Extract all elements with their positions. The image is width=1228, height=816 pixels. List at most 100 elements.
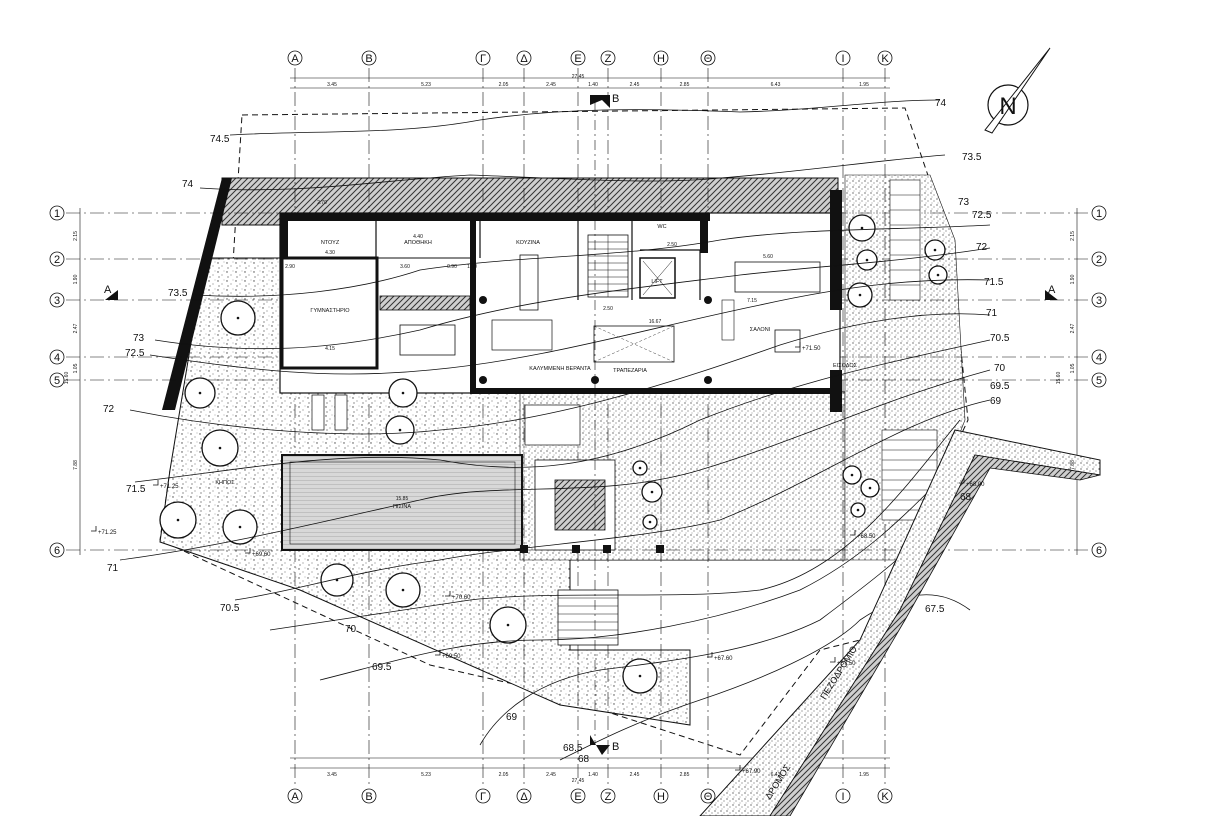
spot-level: +68.50: [857, 534, 876, 540]
grid-row-label: 6: [1096, 545, 1102, 557]
tree-trunk: [650, 490, 654, 494]
grid-row-label: 2: [54, 254, 60, 266]
grid-col-label: Δ: [520, 791, 528, 803]
grid-col-label: Δ: [520, 53, 528, 65]
tree-trunk: [506, 623, 510, 627]
tree-trunk: [398, 428, 402, 432]
tree-trunk: [198, 391, 202, 395]
dimension-value: 2.47: [73, 323, 79, 333]
wall-segment: [470, 213, 476, 393]
contour-label: 70.5: [220, 603, 240, 614]
contour-label: 74: [935, 98, 947, 109]
dimension-value: 2.85: [680, 772, 690, 778]
grid-col-label: Α: [291, 53, 299, 65]
dimension-value: 6.43: [771, 82, 781, 88]
room-lift: LIFT: [651, 279, 663, 285]
spot-level: +67.50: [837, 661, 856, 667]
grid-row-label: 1: [54, 208, 60, 220]
spot-level-marker: [850, 530, 856, 536]
lift-cross: [642, 260, 673, 296]
room-gym: ΓΥΜΝΑΣΤΗΡΙΟ: [310, 308, 350, 314]
contour-label: 71: [986, 308, 998, 319]
grid-bubble: [700, 788, 716, 804]
gym-equipment: [379, 295, 471, 311]
grid-bubble: [570, 788, 586, 804]
section-b-north-marker: [590, 95, 610, 108]
room-shower: ΝΤΟΥΖ: [321, 240, 340, 246]
room-veranda: ΚΑΛΥΜΜΕΝΗ ΒΕΡΑΝΤΑ: [529, 366, 591, 372]
contour-label: 72.5: [125, 348, 145, 359]
columns: [479, 296, 712, 384]
grid-col-label: Γ: [480, 791, 486, 803]
dimension-value: 2.45: [546, 772, 556, 778]
grid-col-label: Β: [365, 53, 372, 65]
grid-bubble: [49, 205, 65, 221]
dimension-value: 1.40: [588, 772, 598, 778]
tree-trunk: [401, 588, 405, 592]
room-entrance: ΕΙΣΟΔΟΣ: [833, 363, 858, 369]
exterior-stair: [534, 459, 616, 551]
contour-label: 69.5: [372, 662, 392, 673]
grid-col-label: Ζ: [605, 791, 612, 803]
contour-label: 74: [182, 179, 194, 190]
contour-label: 68: [578, 754, 590, 765]
grid-bubble: [49, 372, 65, 388]
spot-level: +69.50: [442, 654, 461, 660]
living-table: [774, 329, 801, 353]
grid-bubble: [700, 50, 716, 66]
grid-row-label: 5: [1096, 375, 1102, 387]
section-b-north-label: Β: [612, 93, 619, 105]
grid-row-label: 2: [1096, 254, 1102, 266]
grid-col-label: Θ: [704, 791, 713, 803]
dining-table: [593, 325, 675, 363]
tree-trunk: [638, 674, 642, 678]
section-b-south-marker: [590, 735, 610, 755]
grid-bubble: [287, 50, 303, 66]
dimension-value: 1.05: [73, 363, 79, 373]
contour-label: 74.5: [210, 134, 230, 145]
grid-col-label: Ε: [574, 791, 581, 803]
grid-col-label: Κ: [881, 53, 889, 65]
interior-dimension: 15.85: [396, 496, 409, 502]
dimension-value: 1.90: [1070, 274, 1076, 284]
grid-row-label: 5: [54, 375, 60, 387]
grid-bubble: [49, 251, 65, 267]
spot-level-marker: [153, 480, 159, 486]
grid-bubble: [49, 349, 65, 365]
grid-bubble: [1091, 542, 1107, 558]
grid-bubble: [653, 788, 669, 804]
dimension-value: 1.90: [73, 274, 79, 284]
dimension-value: 3.45: [327, 772, 337, 778]
right-total-dim: 15.60: [1056, 372, 1062, 385]
section-a-west-label: Α: [104, 284, 112, 296]
tree-trunk: [858, 293, 862, 297]
contour-label: 71.5: [984, 277, 1004, 288]
dimension-value: 2.15: [73, 231, 79, 241]
contour-lines: [119, 99, 991, 761]
grid-bubble: [475, 50, 491, 66]
tree-trunk: [176, 518, 180, 522]
contour-label: 72.5: [972, 210, 992, 221]
spot-level: +68.00: [966, 482, 985, 488]
grid-bubble: [653, 50, 669, 66]
contour-label: 70: [345, 624, 357, 635]
tree-trunk: [933, 248, 937, 252]
kitchen-island: [519, 254, 539, 311]
tree-trunk: [236, 316, 240, 320]
grid-col-label: Ι: [841, 791, 844, 803]
room-dining: ΤΡΑΠΕΖΑΡΙΑ: [613, 368, 647, 374]
contour-label: 68: [960, 492, 972, 503]
trees: [159, 214, 948, 694]
main-stair: [587, 234, 629, 298]
tree-trunk: [936, 273, 940, 277]
spot-level-marker: [707, 652, 713, 658]
room-garden: ΚΗΠΟΣ: [215, 480, 235, 486]
pool: [281, 454, 523, 551]
grid-bubble: [516, 50, 532, 66]
contour-label: 68.5: [563, 743, 583, 754]
spot-level: +70.60: [452, 595, 471, 601]
left-total-dim: 15.60: [64, 372, 70, 385]
interior-dimension: 2.90: [285, 264, 295, 270]
grid-bubble: [1091, 205, 1107, 221]
section-a-west-marker: [105, 290, 118, 300]
